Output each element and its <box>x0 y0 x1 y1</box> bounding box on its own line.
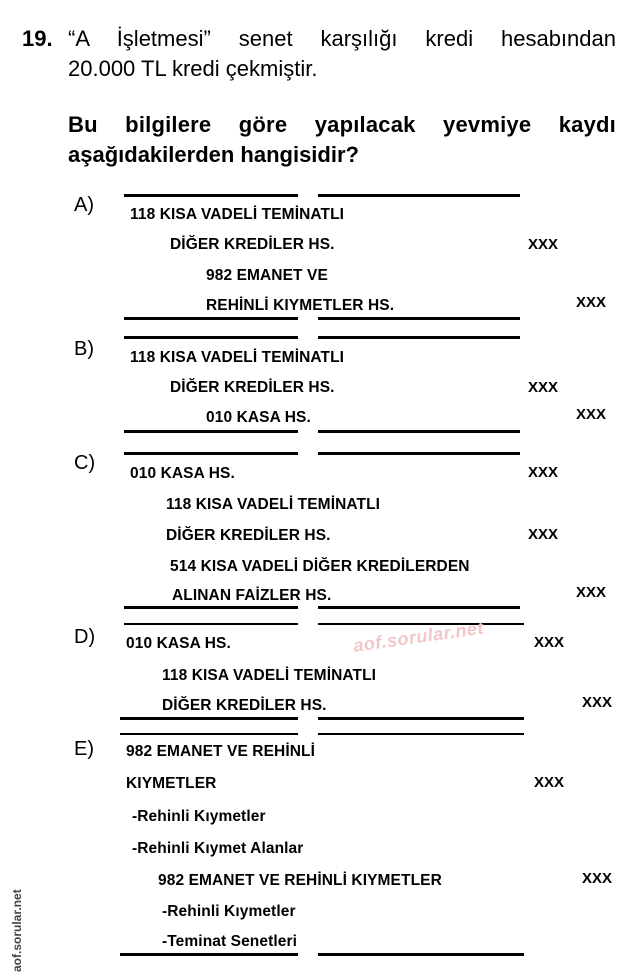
option-letter: B) <box>74 338 94 360</box>
journal-rule <box>318 953 524 956</box>
credit-amount: XXX <box>582 694 613 711</box>
option-letter: E) <box>74 738 94 760</box>
journal-rule <box>120 953 298 956</box>
question-text-line1: “A İşletmesi” senet karşılığı kredi hesa… <box>68 26 616 51</box>
journal-rule <box>124 430 298 433</box>
journal-rule <box>124 336 298 339</box>
journal-rule <box>318 194 520 197</box>
credit-amount: XXX <box>528 526 559 543</box>
credit-account: REHİNLİ KIYMETLER HS. <box>206 297 395 314</box>
question-number: 19. <box>22 26 53 51</box>
subaccount: -Rehinli Kıymetler <box>162 903 296 920</box>
credit-account: 982 EMANET VE REHİNLİ KIYMETLER <box>158 872 442 889</box>
journal-rule <box>318 317 520 320</box>
credit-account: 118 KISA VADELİ TEMİNATLI <box>162 667 377 684</box>
debit-amount: XXX <box>528 464 559 481</box>
question-prompt-line2: aşağıdakilerden hangisidir? <box>68 142 359 167</box>
debit-account: 118 KISA VADELİ TEMİNATLI <box>130 349 345 366</box>
subaccount: -Rehinli Kıymetler <box>132 808 266 825</box>
credit-account: DİĞER KREDİLER HS. <box>166 527 331 544</box>
journal-rule <box>318 430 520 433</box>
debit-amount: XXX <box>528 236 559 253</box>
credit-account: 982 EMANET VE <box>206 267 328 284</box>
journal-rule <box>124 194 298 197</box>
journal-rule <box>120 733 298 735</box>
question-text-line2: 20.000 TL kredi çekmiştir. <box>68 56 318 81</box>
option-letter: C) <box>74 452 96 474</box>
question-prompt-line1: Bu bilgilere göre yapılacak yevmiye kayd… <box>68 112 616 137</box>
credit-account: 010 KASA HS. <box>206 409 311 426</box>
journal-rule <box>124 606 298 609</box>
debit-account: KIYMETLER <box>126 775 217 792</box>
option-letter: A) <box>74 194 94 216</box>
journal-rule <box>124 317 298 320</box>
credit-account: 514 KISA VADELİ DİĞER KREDİLERDEN <box>170 558 470 575</box>
debit-account: 010 KASA HS. <box>130 465 235 482</box>
journal-rule <box>124 452 298 455</box>
credit-amount: XXX <box>576 584 607 601</box>
debit-amount: XXX <box>528 379 559 396</box>
debit-account: 118 KISA VADELİ TEMİNATLI <box>130 206 345 223</box>
journal-rule <box>318 336 520 339</box>
journal-rule <box>120 717 298 720</box>
credit-account: DİĞER KREDİLER HS. <box>162 697 327 714</box>
journal-rule <box>318 452 520 455</box>
journal-rule <box>318 623 524 625</box>
journal-rule <box>318 733 524 735</box>
debit-amount: XXX <box>534 634 565 651</box>
subaccount: -Teminat Senetleri <box>162 933 298 950</box>
option-letter: D) <box>74 626 96 648</box>
journal-rule <box>318 717 524 720</box>
side-watermark-text: aof.sorular.net <box>10 889 24 972</box>
debit-account: 982 EMANET VE REHİNLİ <box>126 743 316 760</box>
subaccount: -Rehinli Kıymet Alanlar <box>132 840 304 857</box>
credit-amount: XXX <box>576 406 607 423</box>
debit-account: DİĞER KREDİLER HS. <box>170 236 335 253</box>
journal-rule <box>318 606 520 609</box>
journal-rule <box>124 623 298 625</box>
debit-account: DİĞER KREDİLER HS. <box>170 379 335 396</box>
credit-account: ALINAN FAİZLER HS. <box>172 587 332 604</box>
credit-amount: XXX <box>576 294 607 311</box>
debit-account: 010 KASA HS. <box>126 635 231 652</box>
credit-account: 118 KISA VADELİ TEMİNATLI <box>166 496 381 513</box>
debit-amount: XXX <box>534 774 565 791</box>
credit-amount: XXX <box>582 870 613 887</box>
